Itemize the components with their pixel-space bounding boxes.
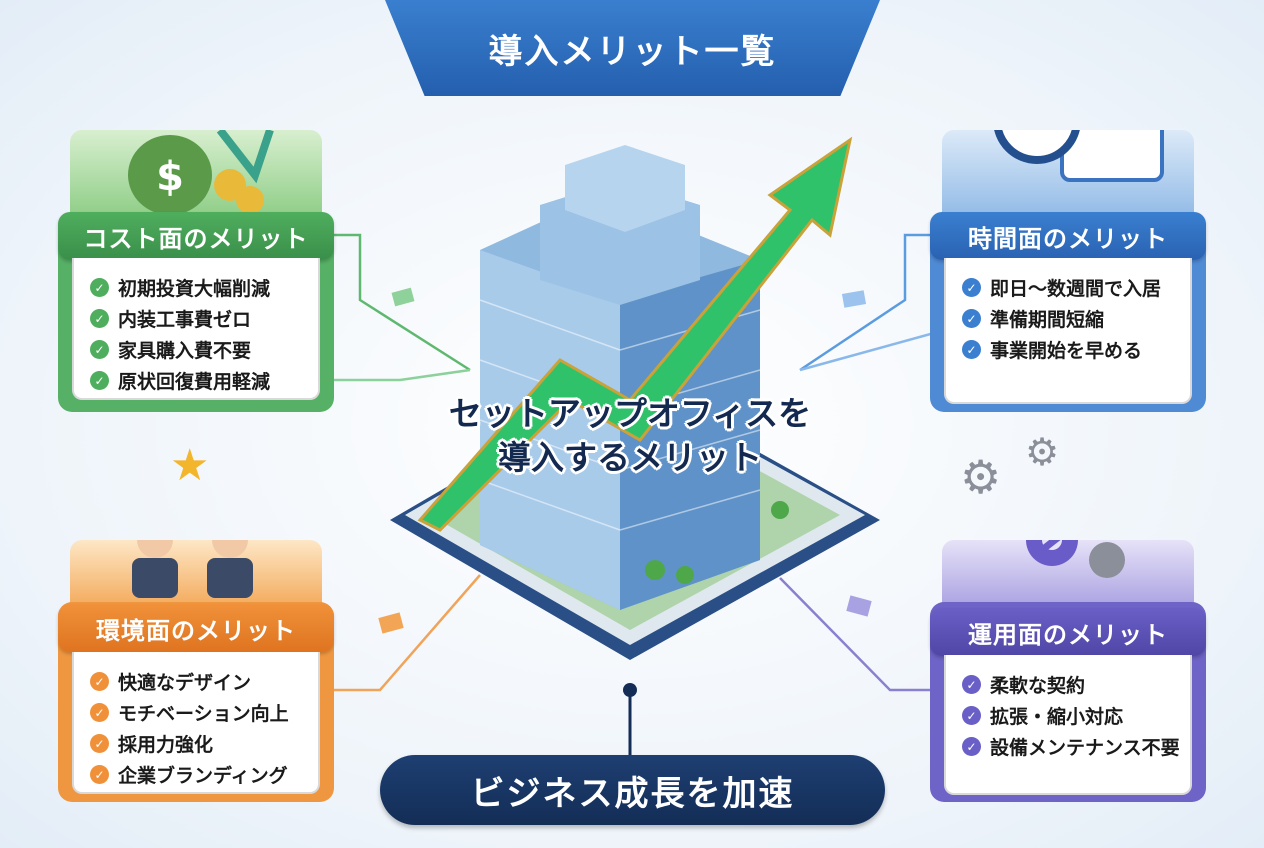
connector-line	[332, 233, 471, 372]
check-icon: ✓	[962, 706, 981, 725]
list-item: ✓家具購入費不要	[90, 334, 308, 365]
cost-card: $ コスト面のメリット ✓初期投資大幅削減 ✓内装工事費ゼロ ✓家具購入費不要 …	[58, 127, 334, 420]
list-item: ✓企業ブランディング	[90, 759, 308, 790]
gear-icon: ⚙	[1025, 430, 1060, 474]
list-item: ✓設備メンテナンス不要	[962, 731, 1180, 762]
connector-line	[779, 577, 945, 692]
check-icon: ✓	[962, 309, 981, 328]
connector-line	[799, 328, 946, 372]
list-item: ✓拡張・縮小対応	[962, 700, 1180, 731]
check-icon: ✓	[90, 309, 109, 328]
connector-line	[799, 233, 932, 372]
time-card: 時間面のメリット ✓即日〜数週間で入居 ✓準備期間短縮 ✓事業開始を早める	[930, 68, 1206, 420]
check-icon: ✓	[90, 703, 109, 722]
gears-growth-icon	[942, 477, 1194, 610]
list-item: ✓初期投資大幅削減	[90, 272, 308, 303]
center-title: セットアップオフィスを 導入するメリット	[448, 394, 812, 477]
svg-text:$: $	[156, 154, 184, 200]
list-item: ✓原状回復費用軽減	[90, 365, 308, 396]
check-icon: ✓	[962, 278, 981, 297]
clock-calendar-icon	[942, 68, 1194, 220]
star-icon: ★	[170, 440, 210, 491]
connector-line	[320, 368, 471, 382]
bottom-banner: ビジネス成長を加速	[380, 755, 885, 825]
environment-card-heading: 環境面のメリット	[58, 604, 334, 652]
list-item: ✓即日〜数週間で入居	[962, 272, 1180, 303]
environment-card: ★ 環境面のメリット ✓快適なデザイン ✓モチベーション向上 ✓採用力強化 ✓企…	[58, 440, 334, 820]
operations-card-heading: 運用面のメリット	[930, 608, 1206, 656]
check-icon: ✓	[90, 765, 109, 784]
gear-icon: ⚙	[960, 450, 1002, 504]
operations-list: ✓柔軟な契約 ✓拡張・縮小対応 ✓設備メンテナンス不要	[944, 655, 1192, 795]
list-item: ✓内装工事費ゼロ	[90, 303, 308, 334]
check-icon: ✓	[90, 672, 109, 691]
check-icon: ✓	[962, 340, 981, 359]
money-bag-icon: $	[70, 127, 322, 220]
environment-list: ✓快適なデザイン ✓モチベーション向上 ✓採用力強化 ✓企業ブランディング	[72, 652, 320, 794]
check-icon: ✓	[90, 340, 109, 359]
time-card-heading: 時間面のメリット	[930, 212, 1206, 260]
time-list: ✓即日〜数週間で入居 ✓準備期間短縮 ✓事業開始を早める	[944, 258, 1192, 404]
cost-list: ✓初期投資大幅削減 ✓内装工事費ゼロ ✓家具購入費不要 ✓原状回復費用軽減	[72, 258, 320, 400]
list-item: ✓モチベーション向上	[90, 697, 308, 728]
list-item: ✓事業開始を早める	[962, 334, 1180, 365]
list-item: ✓採用力強化	[90, 728, 308, 759]
check-icon: ✓	[90, 734, 109, 753]
list-item: ✓快適なデザイン	[90, 666, 308, 697]
page-title: 導入メリット一覧	[385, 0, 880, 96]
cost-card-heading: コスト面のメリット	[58, 212, 334, 260]
check-icon: ✓	[962, 737, 981, 756]
growth-arrow-icon	[417, 136, 853, 532]
team-star-icon	[70, 522, 322, 610]
check-icon: ✓	[90, 371, 109, 390]
check-icon: ✓	[962, 675, 981, 694]
check-icon: ✓	[90, 278, 109, 297]
connector-line	[320, 574, 481, 692]
list-item: ✓準備期間短縮	[962, 303, 1180, 334]
list-item: ✓柔軟な契約	[962, 669, 1180, 700]
operations-card: ⚙ ⚙ 運用面のメリット ✓柔軟な契約 ✓拡張・縮小対応 ✓設備メンテナンス不要	[930, 430, 1206, 820]
